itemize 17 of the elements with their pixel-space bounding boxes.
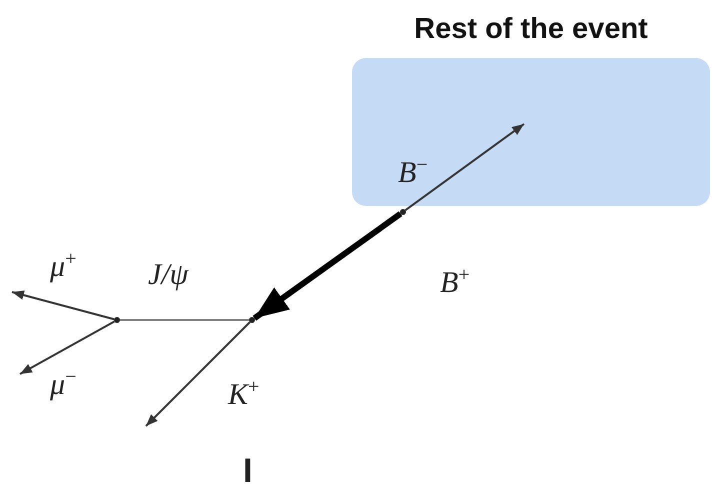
particle-track [252,211,402,321]
edge-label: B$^{+}$ [440,263,470,300]
edge-label: μ$^{−}$ [50,365,76,402]
edge-label: K$^{+}$ [228,375,260,412]
vertex-dot [400,209,406,215]
vertex-dot [249,317,255,323]
text-label: I [243,452,252,490]
edge-label: B$^{−}$ [398,153,428,190]
group-title: Rest of the event [413,12,649,46]
particle-track [145,321,251,427]
particle-track [12,290,114,320]
particle-track [120,319,249,321]
edge-label: J/ψ [148,258,188,292]
particle-track [20,320,115,375]
edge-label: μ$^{+}$ [50,247,76,284]
particle-track [404,123,525,212]
vertex-dot [114,317,120,323]
